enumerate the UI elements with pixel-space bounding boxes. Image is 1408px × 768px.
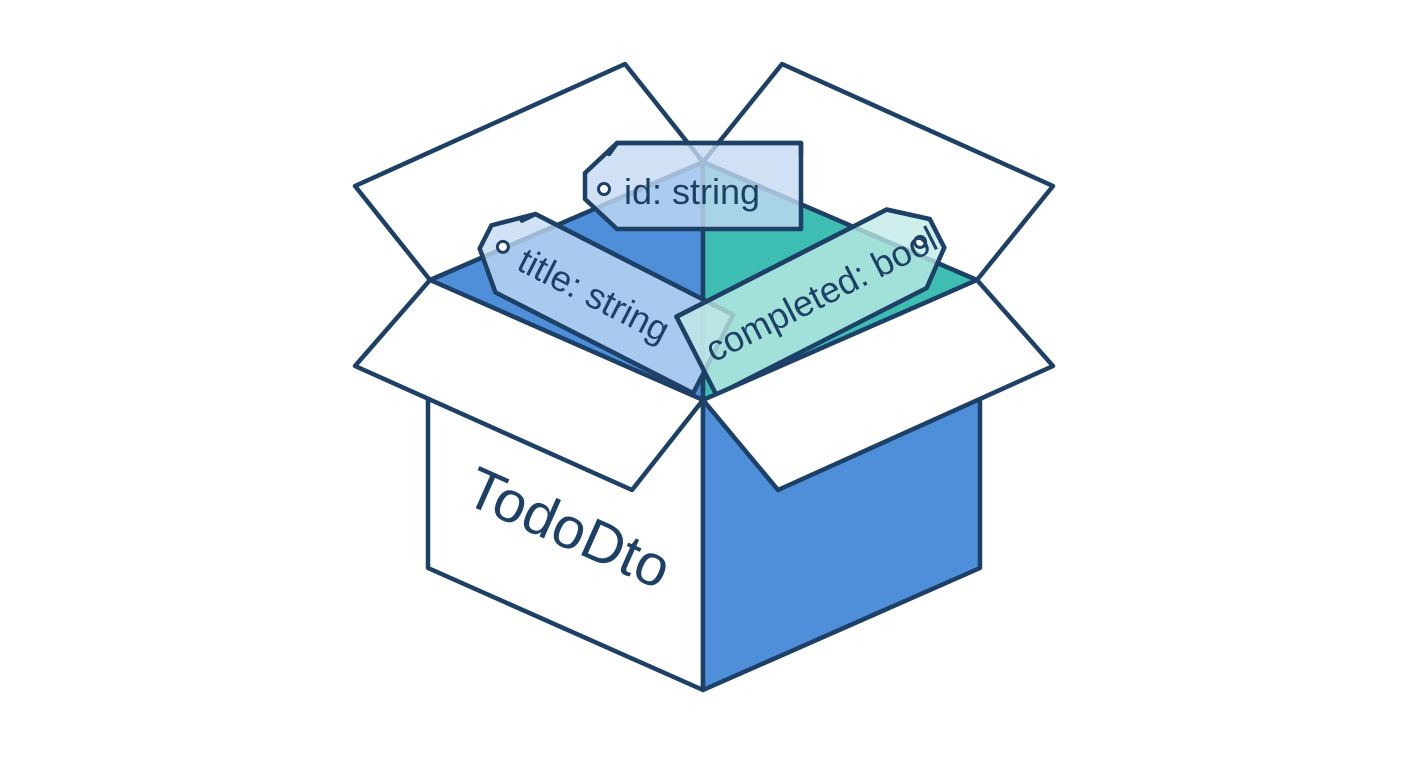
id-tag: id: string <box>582 140 804 232</box>
id-tag-hole <box>597 182 611 196</box>
box-body: TodoDto <box>425 397 983 693</box>
front-left-flap <box>352 277 706 493</box>
front-flaps <box>352 277 1056 493</box>
id-tag-label: id: string <box>624 171 760 212</box>
title-tag-hole <box>495 239 510 254</box>
front-right-flap <box>700 277 1056 493</box>
completed-tag-hole <box>913 234 928 249</box>
